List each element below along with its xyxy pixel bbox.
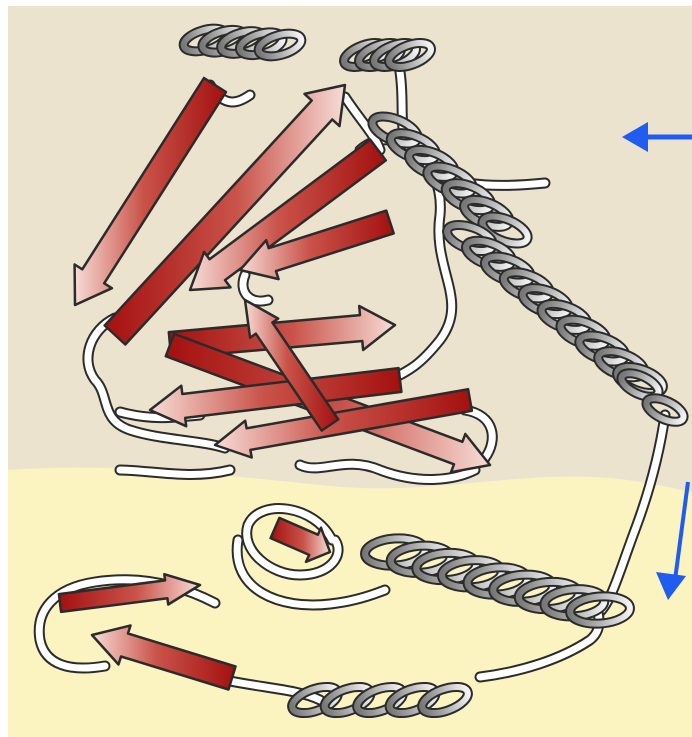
helix-top-left <box>181 24 304 60</box>
coil-loop <box>120 470 230 474</box>
